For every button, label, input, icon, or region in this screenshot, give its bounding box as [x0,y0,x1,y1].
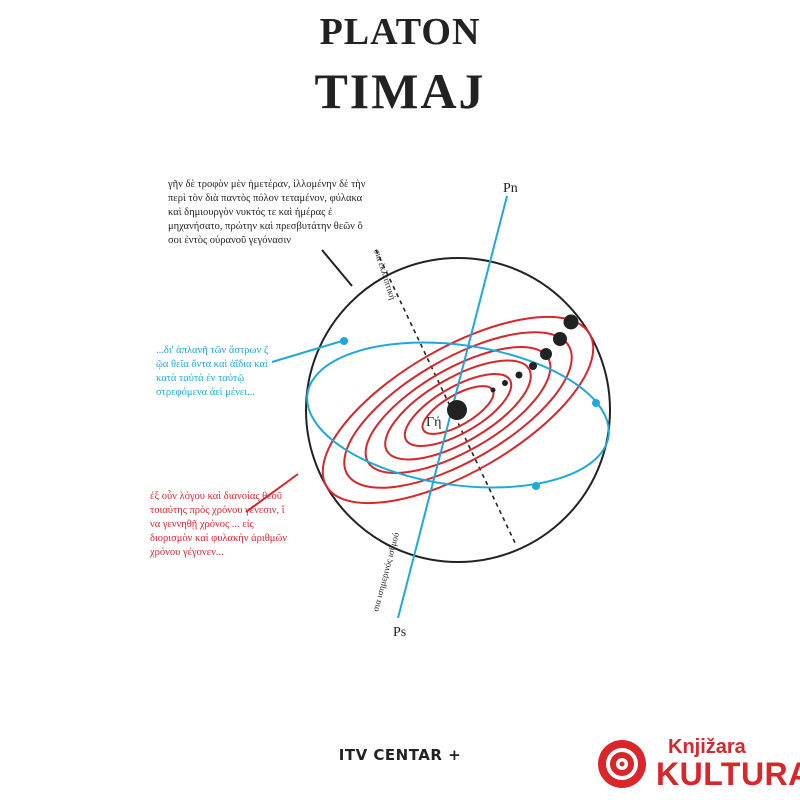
orbit-red-5 [403,372,513,448]
planet-1 [490,387,496,393]
store-logo: Knjižara KULTURA [596,734,800,794]
earth [447,400,467,420]
planet-7 [563,314,579,330]
quote-red: ἐξ οὖν λόγου καὶ διανοίας θεοῦ τοιαύτης … [150,491,288,558]
red-quote-pointer [245,473,299,513]
blue-quote-pointer [271,340,343,363]
north-pole-label: Pn [503,181,518,196]
south-pole-label: Ps [393,625,406,640]
publisher-name: ITV CENTAR + [338,746,462,764]
fixed-star-dot-2 [592,399,600,407]
celestial-sphere [305,257,611,563]
earth-label: Γή [426,415,441,430]
eye-spiral-icon [598,740,646,788]
fixed-star-dot-1 [340,337,348,345]
planet-4 [529,362,537,370]
book-title: TIMAJ [314,63,486,119]
ecliptic-label: σια ἐκλειπτική [372,248,398,302]
planet-6 [553,332,567,346]
store-name-top: Knjižara [668,736,746,758]
planet-3 [515,371,523,379]
quote-black: γῆν δὲ τροφὸν μὲν ἡμετέραν, ἰλλομένην δὲ… [168,179,366,246]
quote-blue: ...δι' ἀπλανῆ τῶν ἄστρων ζ ῷα θεῖα ὄντα … [156,345,269,398]
orbit-red-1 [321,315,595,505]
ecliptic-axis [375,249,517,546]
fixed-star-dot-3 [532,482,540,490]
orbit-red-2 [343,331,573,489]
planet-5 [540,348,552,360]
book-author: PLATON [319,11,481,53]
orbit-red-4 [384,359,532,461]
black-quote-pointer [321,249,353,287]
store-name-bottom: KULTURA [656,756,800,792]
planet-2 [502,380,508,386]
